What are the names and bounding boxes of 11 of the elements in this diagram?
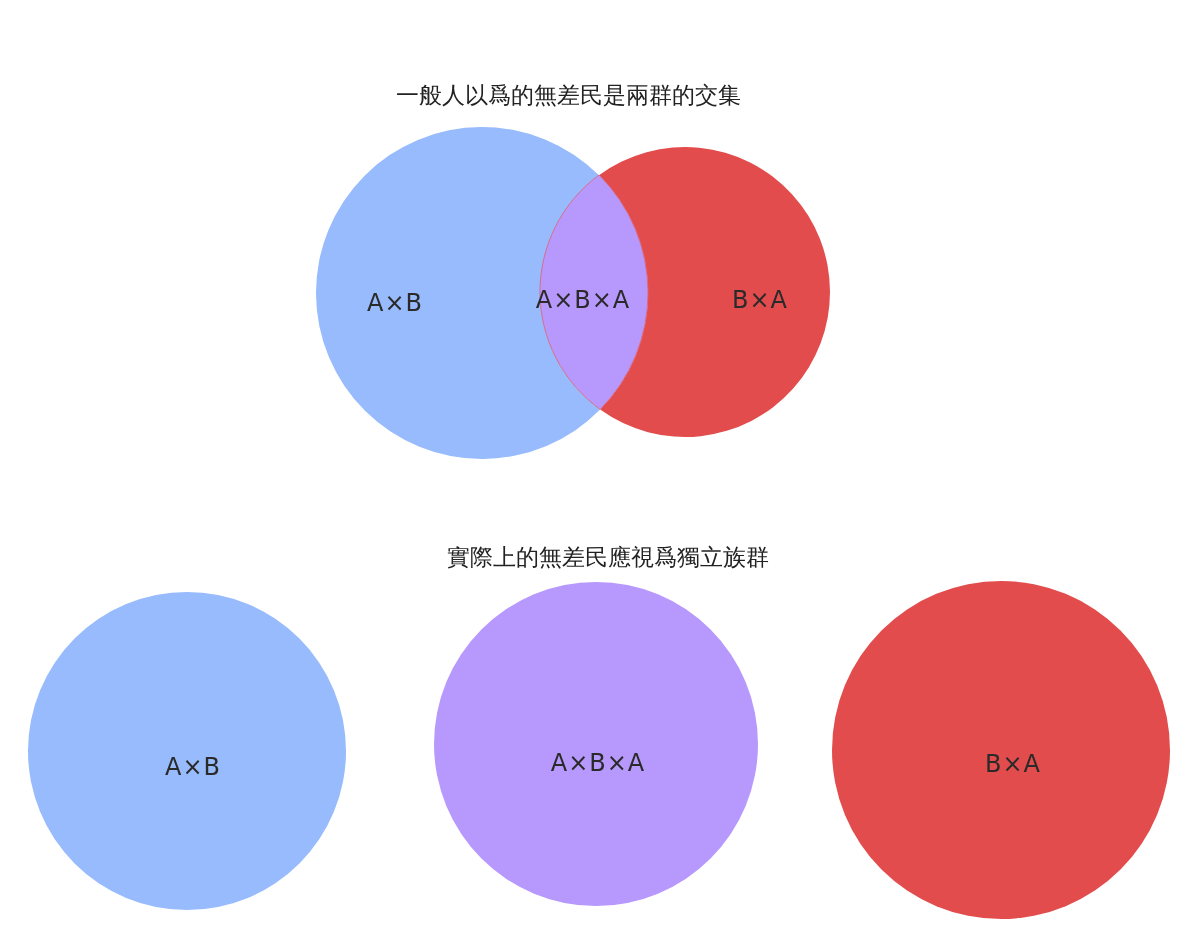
set-label: B×A <box>732 286 788 314</box>
set-label: A×B <box>165 753 221 781</box>
circle-region <box>28 592 346 910</box>
heading: 實際上的無差民應視爲獨立族群 <box>447 542 769 572</box>
heading: 一般人以爲的無差民是兩群的交集 <box>395 80 741 110</box>
set-label: A×B×A <box>550 749 646 777</box>
circle-region <box>832 581 1170 919</box>
set-label: A×B <box>367 289 423 317</box>
set-label: A×B×A <box>535 286 631 314</box>
set-label: B×A <box>985 750 1041 778</box>
circle-region <box>434 582 758 906</box>
